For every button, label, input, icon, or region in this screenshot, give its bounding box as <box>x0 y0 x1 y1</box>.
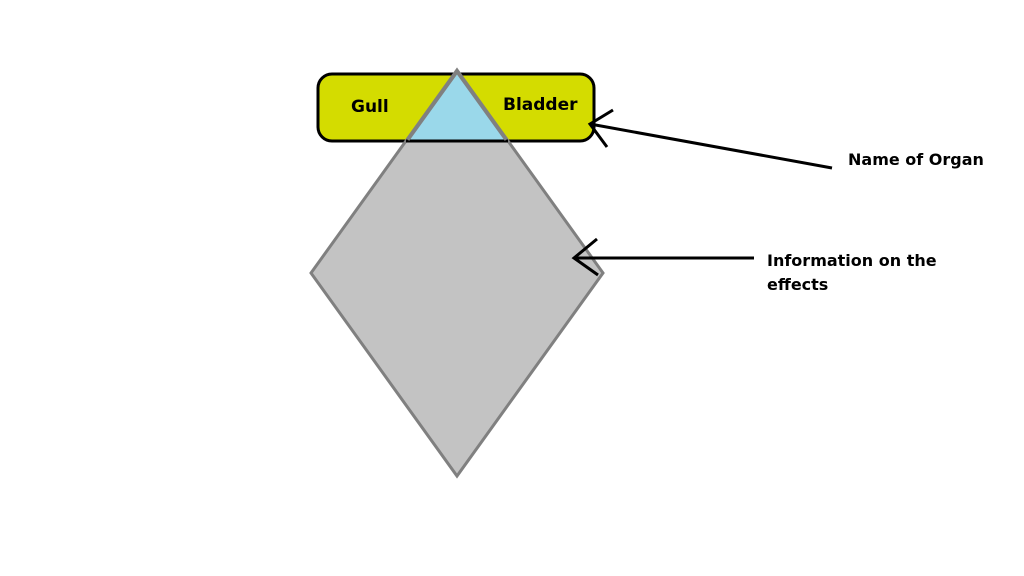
diamond-tip-highlight <box>408 72 506 140</box>
organ-name-word-2: Bladder <box>503 95 578 115</box>
info-arrow <box>571 237 754 277</box>
effects-diamond <box>309 67 605 479</box>
organ-name-word-1: Gull <box>351 97 389 117</box>
name-arrow <box>587 108 833 170</box>
name-of-organ-label: Name of Organ <box>848 150 984 169</box>
diamond-tip-outline <box>406 69 508 141</box>
information-label-line-1: Information on the <box>767 251 937 270</box>
information-label-line-2: effects <box>767 275 828 294</box>
